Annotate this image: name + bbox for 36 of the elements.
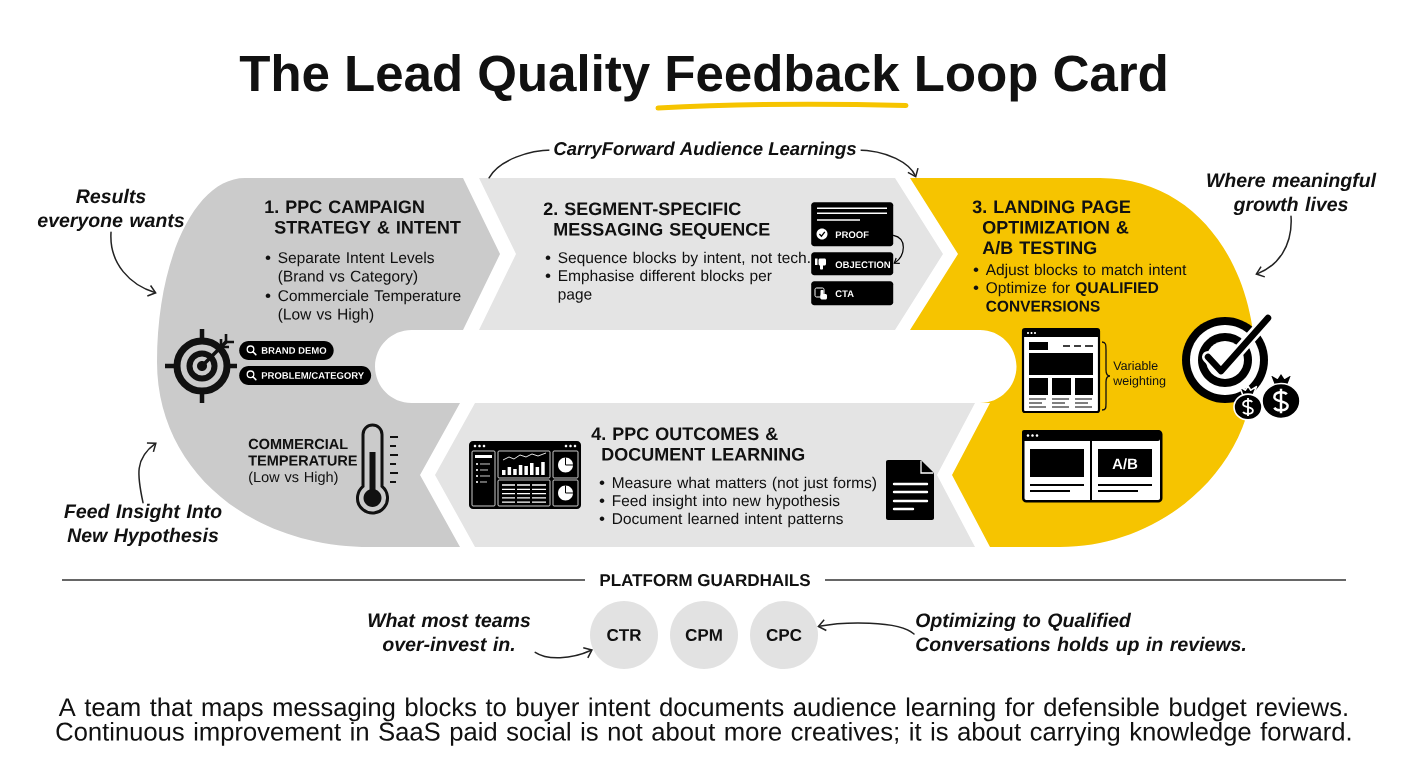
message-block-card: OBJECTION: [811, 252, 894, 276]
curved-arrow: [892, 234, 904, 264]
bullet-item: Emphasise different blocks per page: [545, 269, 772, 303]
bullet-item: Sequence blocks by intent, not tech.: [545, 251, 810, 267]
bullet-item: Measure what matters (not just forms): [599, 476, 876, 492]
bullet-item: Optimize for QUALIFIED CONVERSIONS: [973, 281, 1159, 312]
curved-arrow: [1255, 215, 1292, 278]
curved-arrow: [534, 647, 593, 659]
annotation-text: What most teams over-invest in.: [368, 612, 531, 652]
message-block-card: CTA: [811, 281, 894, 306]
thermometer-label: COMMERCIAL TEMPERATURE (Low vs High): [248, 438, 357, 485]
step-heading: 1. PPC CAMPAIGN STRATEGY & INTENT: [265, 200, 461, 234]
annotation-text: Optimizing to Qualified Conversations holds up in reviews.: [916, 612, 1246, 656]
side-label: Variable weighting: [1113, 360, 1166, 388]
annotation-text: Feed Insight Into New Hypothesis: [64, 503, 222, 547]
curved-arrow: [817, 618, 915, 635]
search-pill: PROBLEM/CATEGORY: [239, 366, 372, 385]
message-block-card: PROOF: [811, 202, 894, 247]
section-heading: PLATFORM GUARDHAILS: [600, 574, 810, 587]
step-heading: 2. SEGMENT-SPECIFIC MESSAGING SEQUENCE: [543, 202, 770, 240]
curved-arrow: [110, 231, 157, 297]
caption: A team that maps messaging blocks to buyer intent documents audience learning for defensible budget reviews. Continuous improvement in SaaS paid social is not about more creatives; it is about carrying knowledge forward.: [56, 697, 1351, 746]
bullet-item: Adjust blocks to match intent: [973, 263, 1187, 279]
edge-label: CarryForward Audience Learnings: [549, 139, 861, 161]
bullet-item: Document learned intent patterns: [599, 512, 843, 528]
annotation-text: Where meaningful growth lives: [1207, 172, 1377, 216]
bullet-item: Commerciale Temperature (Low vs High): [265, 289, 461, 323]
curved-arrow: [138, 442, 157, 504]
step-heading: 3. LANDING PAGE OPTIMIZATION & A/B TESTING: [972, 200, 1131, 255]
search-pill: BRAND DEMO: [239, 341, 334, 360]
title: The Lead Quality Feedback Loop Card: [239, 54, 1166, 102]
step-heading: 4. PPC OUTCOMES & DOCUMENT LEARNING: [591, 427, 805, 461]
bullet-item: Separate Intent Levels (Brand vs Category): [265, 251, 434, 285]
annotation-text: Results everyone wants: [37, 188, 185, 232]
split-test-wireframe: A/B: [1022, 430, 1163, 503]
bullet-item: Feed insight into new hypothesis: [599, 494, 840, 510]
